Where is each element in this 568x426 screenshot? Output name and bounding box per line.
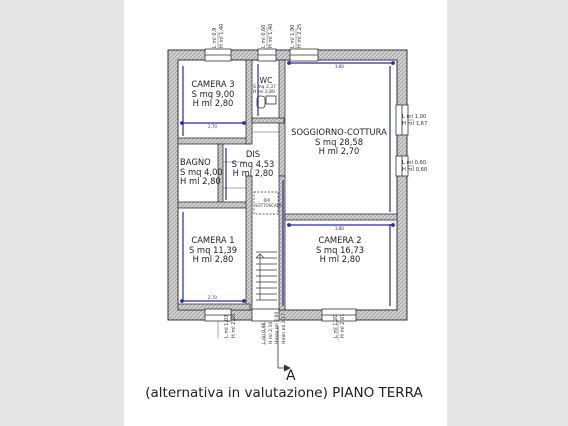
opening-right-lower-label: L ml 0,60 H ml 0,60 (402, 160, 427, 173)
door-bottom-entrance (251, 308, 280, 322)
dim-label-camera3-width: 2,70 (208, 124, 217, 129)
wc-sink (265, 95, 277, 105)
room-ripostiglio-line2: SOTTOSCALA (255, 203, 282, 208)
opening-top-right-h: H ml 2,25 (296, 23, 303, 48)
room-bagno-height: H ml 2,80 (180, 176, 221, 186)
dimension-lines (180, 61, 395, 306)
opening-bottom-right-label: L ml 1,20 H ml 2,01 (333, 314, 346, 338)
opening-bottom-door-label: L ml 0,98 H ml 2,10 (262, 322, 275, 344)
wall-corridor-left (245, 175, 253, 311)
room-soggiorno-label: SOGGIORNO-COTTURA S mq 28,58 H ml 2,70 (285, 127, 393, 157)
room-dis-area: S mq 4,53 (231, 158, 275, 169)
dim-label-camera1-width: 2,70 (208, 295, 217, 300)
opening-top-right-l: L ml 1,90 (290, 24, 296, 48)
opening-right-lower-l: L ml 0,60 (402, 160, 427, 166)
room-camera3-name: CAMERA 3 (191, 79, 235, 89)
opening-bottom-door-hmin: Hmin ml 2,17 (281, 312, 287, 344)
windows (204, 48, 409, 322)
opening-top-left-label: L ml 0,9 H ml 1,40 (212, 24, 225, 48)
opening-right-upper-l: L ml 1,00 (402, 114, 427, 120)
wall-bagno-bottom (177, 201, 251, 209)
opening-top-wc-l: L ml 0,60 (261, 24, 267, 48)
inner-walls (177, 59, 398, 311)
room-soggiorno-height: H ml 2,70 (318, 146, 360, 156)
plan-caption: (alternativa in valutazione) PIANO TERRA (145, 385, 423, 401)
opening-right-upper-label: L ml 1,00 H ml 1,67 (402, 114, 427, 127)
opening-bottom-door-l: L ml 0,98 (262, 322, 267, 344)
opening-top-right-label: L ml 1,90 H ml 2,25 (290, 24, 303, 48)
room-wc-details: S mq 2,37 H ml 2,80 (253, 85, 276, 95)
dim-label-soggiorno-width: 3,80 (335, 64, 344, 69)
wc-toilet (256, 95, 266, 109)
room-camera1-label: CAMERA 1 S mq 11,39 H ml 2,80 (180, 235, 246, 265)
opening-bottom-left-h: H ml 2,20 (230, 313, 237, 338)
room-wc-name: WC (259, 76, 273, 85)
door-openings (223, 131, 279, 189)
room-bagno-area: S mq 4,00 (180, 166, 223, 177)
room-dis-name: DIS (245, 149, 261, 159)
opening-bottom-right-l: L ml 1,20 (333, 314, 339, 338)
room-camera2-area: S mq 16,73 (315, 244, 365, 255)
room-camera1-name: CAMERA 1 (191, 235, 235, 245)
opening-bottom-right-h: H ml 2,01 (339, 313, 346, 338)
room-camera1-height: H ml 2,80 (192, 254, 234, 264)
room-camera3-label: CAMERA 3 S mq 9,00 H ml 2,80 (180, 79, 246, 109)
room-soggiorno-name: SOGGIORNO-COTTURA (291, 127, 387, 137)
rip-sottoscala-box (253, 191, 279, 215)
room-bagno-name: BAGNO (180, 157, 211, 167)
room-dis-height: H ml 2,80 (232, 168, 274, 178)
room-ripostiglio-line1: RIP. (263, 198, 271, 203)
wall-camera3-right (245, 59, 253, 145)
room-wc-height: H ml 2,80 (253, 90, 275, 95)
opening-leaders (217, 28, 414, 345)
outer-walls (167, 49, 408, 321)
opening-top-wc-h: H ml 1,40 (267, 23, 274, 48)
opening-top-wc-label: L ml 0,60 H ml 1,40 (261, 24, 274, 48)
dim-label-camera2-width: 3,80 (335, 226, 344, 231)
opening-top-left-l: L ml 0,9 (212, 27, 218, 48)
room-ripostiglio-label: RIP. SOTTOSCALA (255, 198, 282, 208)
opening-bottom-left-label: L ml 1,03 H ml 2,20 (224, 314, 237, 338)
wall-soggiorno-bottom (284, 213, 398, 221)
opening-top-left-h: H ml 1,40 (218, 23, 225, 48)
room-camera3-height: H ml 2,80 (192, 98, 234, 108)
room-camera2-label: CAMERA 2 S mq 16,73 H ml 2,80 (288, 235, 392, 265)
opening-right-lower-h: H ml 0,60 (402, 166, 428, 173)
room-soggiorno-area: S mq 28,58 (314, 136, 364, 147)
wall-camera3-bottom (177, 137, 251, 145)
room-camera1-area: S mq 11,39 (188, 244, 238, 255)
room-camera3-area: S mq 9,00 (191, 88, 235, 99)
staircase (253, 191, 279, 301)
outer-wall-shape (167, 49, 408, 321)
room-dis-label: DIS S mq 4,53 H ml 2,80 (226, 149, 280, 179)
room-camera2-name: CAMERA 2 (318, 235, 362, 245)
wc-fixtures (256, 95, 277, 109)
room-camera2-height: H ml 2,80 (319, 254, 361, 264)
room-bagno-label: BAGNO S mq 4,00 H ml 2,80 (180, 157, 223, 187)
wall-corridor-right (278, 175, 286, 311)
room-wc-label: WC (252, 76, 280, 86)
opening-right-upper-h: H ml 1,67 (402, 120, 428, 127)
section-marker (277, 326, 291, 372)
section-marker-label: A (286, 368, 296, 384)
room-wc-area: S mq 2,37 (253, 85, 276, 90)
stair-arrow (255, 253, 265, 300)
opening-bottom-door-hmax: Hmax ml 2,60 (275, 311, 280, 344)
opening-bottom-door-extra-label: Hmax ml 2,60 Hmin ml 2,17 (275, 312, 288, 344)
opening-bottom-left-l: L ml 1,03 (224, 314, 230, 338)
wall-wc-bottom (251, 117, 285, 124)
